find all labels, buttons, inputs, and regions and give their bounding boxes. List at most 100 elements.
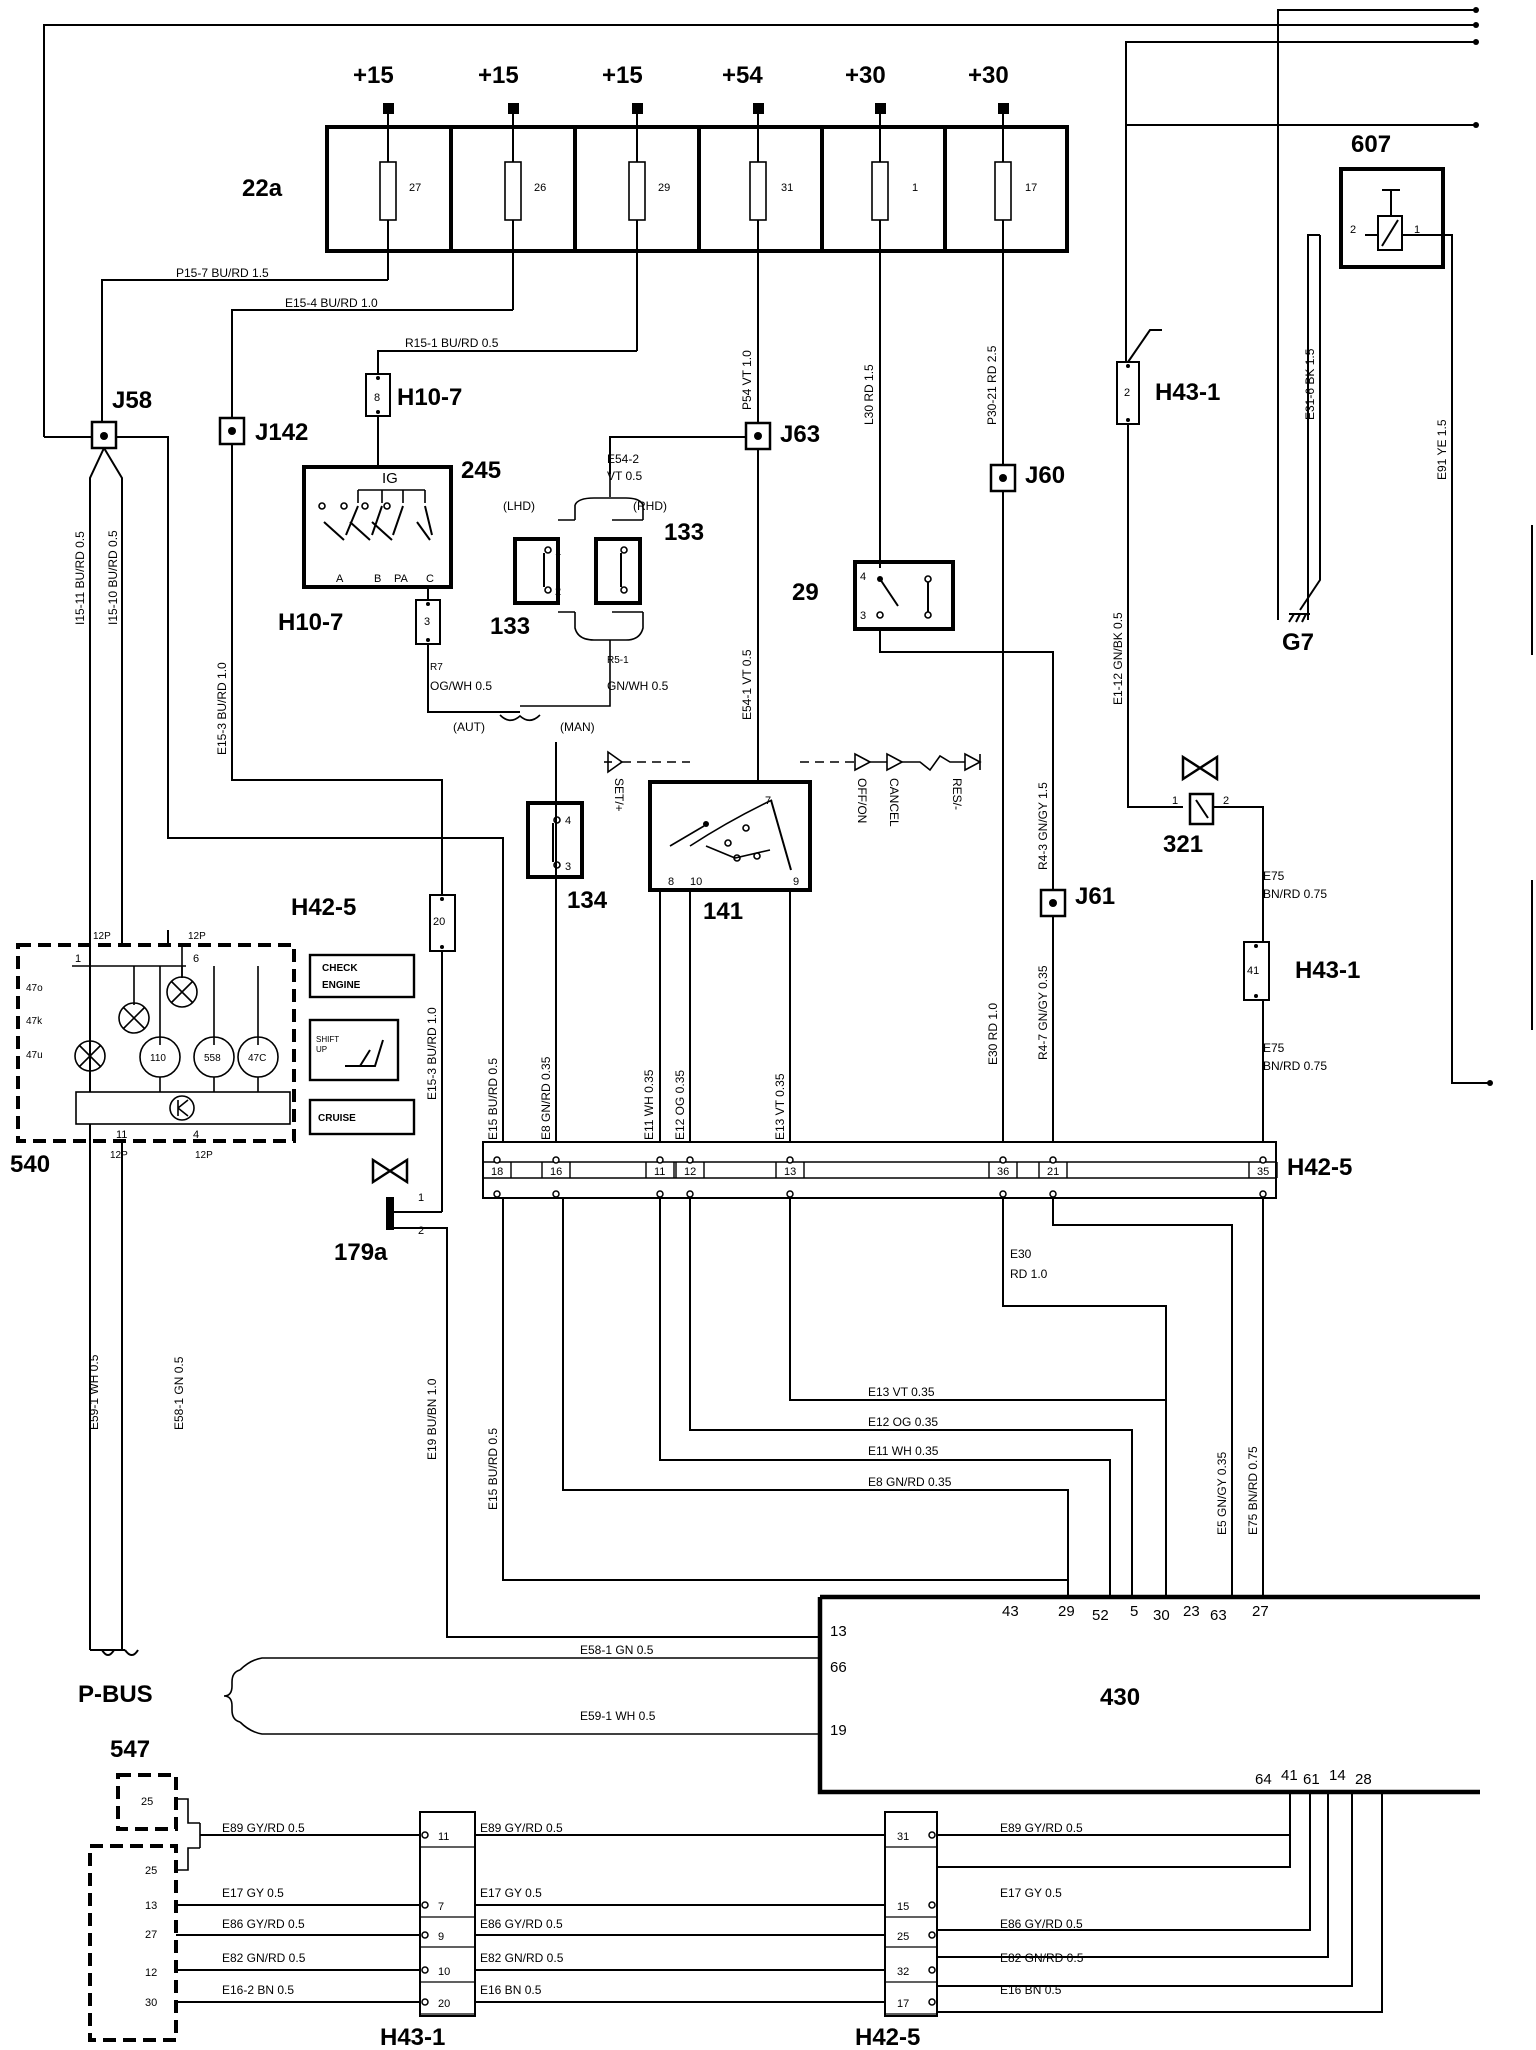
instrument-cluster-540: 540 12P 12P 1 6 47o 47k 47u 110 558 47C … (10, 930, 296, 1650)
switch-133-rhd: 133 (594, 519, 704, 605)
pin-terminal (686, 1156, 694, 1164)
fuse-5: +30 1 (845, 62, 918, 568)
relay-607-label: 607 (1351, 131, 1391, 158)
wire-e16c: E16 BN 0.5 (1000, 1983, 1062, 1997)
supply-3-label: +15 (602, 62, 643, 89)
pin-terminal (999, 1156, 1007, 1164)
pin-terminal (493, 1190, 501, 1198)
h42-5-bottom-pin: 31 (897, 1831, 909, 1843)
h43-1-bottom-pin: 10 (438, 1966, 450, 1978)
h42-5-top-label: H42-5 (291, 894, 356, 921)
res-label: RES/- (950, 778, 964, 810)
cluster-47k: 47k (26, 1016, 43, 1027)
pin-terminal (928, 1931, 936, 1939)
h10-7-top-label: H10-7 (397, 384, 462, 411)
diode-179a-pin-1: 1 (418, 1192, 424, 1204)
wire-e58v: E58-1 GN 0.5 (172, 1356, 186, 1430)
wire-e59h: E59-1 WH 0.5 (580, 1709, 656, 1723)
svg-text:1: 1 (555, 546, 561, 558)
cluster-540-label: 540 (10, 1151, 50, 1178)
wire-e86c: E86 GY/RD 0.5 (1000, 1917, 1083, 1931)
lower-wires (502, 1198, 1264, 1597)
j63-label: J63 (780, 421, 820, 448)
wire-e89a: E89 GY/RD 0.5 (222, 1821, 305, 1835)
h42-5-row-label: H42-5 (1287, 1154, 1352, 1181)
h42-5-bottom-pin: 17 (897, 1998, 909, 2010)
fuse-2: +15 26 (478, 62, 546, 310)
wire-e13a: E13 VT 0.35 (773, 1073, 787, 1140)
relay-607: 607 2 1 (1319, 131, 1445, 269)
cluster-558: 558 (204, 1053, 221, 1064)
connector-h42-5-row: H42-5 (482, 1141, 1352, 1199)
connector-382-pin-25: 25 (145, 1865, 157, 1877)
switch-133-rhd-label: 133 (664, 519, 704, 546)
ecu-top-pin: 27 (1252, 1603, 1269, 1620)
wire-e5: E5 GN/GY 0.35 (1215, 1452, 1229, 1535)
wire-e54-2b: VT 0.5 (607, 469, 642, 483)
h43-1-bottom-pin: 7 (438, 1901, 444, 1913)
connector-382-pin-27: 27 (145, 1929, 157, 1941)
switch-245-label: 245 (461, 457, 501, 484)
ecu-bottom-pin: 61 (1303, 1771, 1320, 1788)
fuse-6-label: 17 (1025, 182, 1037, 194)
wire-e15-3a: E15-3 BU/RD 1.0 (215, 662, 229, 755)
ecu-top-pin: 30 (1153, 1607, 1170, 1624)
diode-321-label: 321 (1163, 831, 1203, 858)
pin-terminal (421, 1831, 429, 1839)
relay-607-pin-2: 2 (1350, 224, 1356, 236)
wire-r7-a: R7 (430, 662, 443, 673)
h42-5-bottom-label: H42-5 (855, 2024, 920, 2050)
junction-j63: J63 (744, 421, 820, 451)
j142-label: J142 (255, 419, 308, 446)
pin-terminal (656, 1190, 664, 1198)
fuse-3-label: 29 (658, 182, 670, 194)
switch-29-pin-4: 4 (860, 571, 866, 583)
fuse-2-label: 26 (534, 182, 546, 194)
connector-h43-1-top: 2 H43-1 (1116, 329, 1220, 808)
wire-e54-1: E54-1 VT 0.5 (740, 649, 754, 720)
switch-29-label: 29 (792, 579, 819, 606)
diode-179a-label: 179a (334, 1239, 388, 1266)
cruise-label: CRUISE (318, 1113, 356, 1124)
set-label: SET/+ (612, 778, 626, 812)
h42-5-row-pin: 35 (1257, 1166, 1269, 1178)
ecu-top-pin: 29 (1058, 1603, 1075, 1620)
h43-1-mid-label: H43-1 (1295, 957, 1360, 984)
connector-547: 547 25 (110, 1736, 200, 1831)
supply-6-label: +30 (968, 62, 1009, 89)
switch-245-pin-a: A (336, 573, 344, 585)
aut-label: (AUT) (453, 720, 485, 734)
wire-e15a: E15 BU/RD 0.5 (486, 1058, 500, 1140)
supply-4-label: +54 (722, 62, 763, 89)
ecu-bottom-pin: 14 (1329, 1767, 1346, 1784)
h42-5-top-pin: 20 (433, 916, 445, 928)
check-engine-box: CHECK ENGINE (308, 953, 416, 999)
wire-e11b: E11 WH 0.35 (868, 1444, 939, 1458)
pin-terminal (928, 1901, 936, 1909)
ecu-left-pin: 19 (830, 1722, 847, 1739)
h42-5-row-pin: 16 (550, 1166, 562, 1178)
diode-321-pin-1: 1 (1172, 795, 1178, 807)
pin-terminal (1049, 1190, 1057, 1198)
junction-j61: J61 (1039, 883, 1115, 1150)
wire-e17a: E17 GY 0.5 (222, 1886, 284, 1900)
cluster-12p-a: 12P (93, 931, 111, 942)
diode-321-pin-2: 2 (1223, 795, 1229, 807)
connector-547-label: 547 (110, 1736, 150, 1763)
svg-text:ENGINE: ENGINE (322, 980, 361, 991)
ecu-bottom-pin: 64 (1255, 1771, 1272, 1788)
ecu-430-label: 430 (1100, 1684, 1140, 1711)
pin-terminal (552, 1190, 560, 1198)
supply-5-label: +30 (845, 62, 886, 89)
ecu-bottom-pin: 28 (1355, 1771, 1372, 1788)
man-label: (MAN) (560, 720, 595, 734)
cluster-12p-b: 12P (188, 931, 206, 942)
pin-terminal (786, 1190, 794, 1198)
wire-e75b-1: E75 (1263, 1041, 1285, 1055)
connector-h10-7-bottom: 3 H10-7 (278, 599, 520, 713)
wire-e15b: E15 BU/RD 0.5 (486, 1428, 500, 1510)
wire-p54: P54 VT 1.0 (740, 350, 754, 410)
